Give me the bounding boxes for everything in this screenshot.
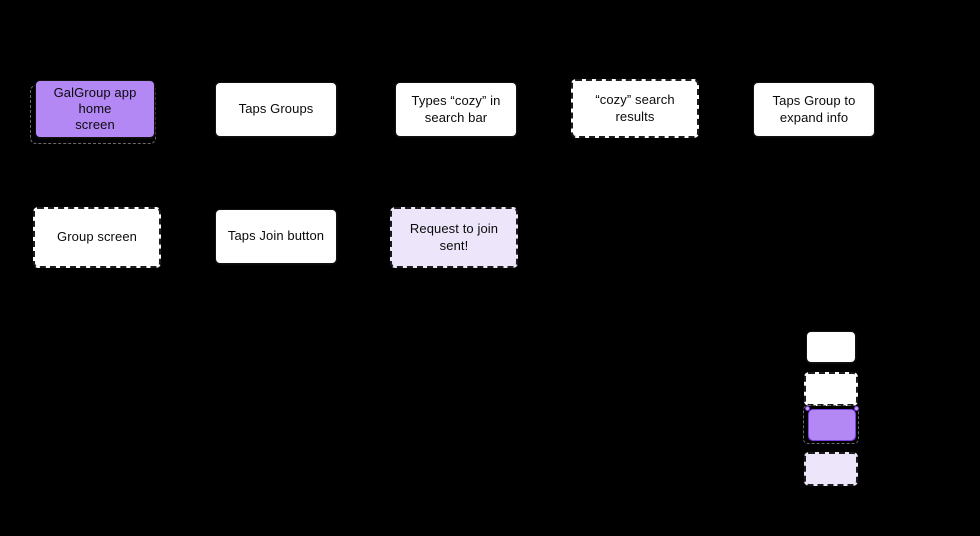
flow-node-request-to-join-sent[interactable]: Request to join sent! xyxy=(390,207,518,268)
flow-node-cozy-search-results[interactable]: “cozy” search results xyxy=(571,79,699,138)
legend-swatch-white-solid[interactable] xyxy=(806,331,856,363)
resize-handle-top-left[interactable] xyxy=(805,406,810,411)
flow-node-label: “cozy” search results xyxy=(595,92,675,124)
flow-node-types-cozy-in-search-bar[interactable]: Types “cozy” in search bar xyxy=(395,82,517,137)
flow-node-group-screen[interactable]: Group screen xyxy=(33,207,161,268)
flow-node-label: GalGroup app home screen xyxy=(53,84,137,133)
flow-node-label: Taps Groups xyxy=(238,101,314,117)
flow-node-taps-groups[interactable]: Taps Groups xyxy=(215,82,337,137)
resize-handle-top-right[interactable] xyxy=(854,406,859,411)
flow-node-label: Taps Group to expand info xyxy=(772,93,856,125)
flow-node-label: Types “cozy” in search bar xyxy=(411,93,501,125)
legend-selection-ghost-outline xyxy=(803,405,859,444)
legend-swatch-lavender-dashed[interactable] xyxy=(804,452,858,486)
flow-node-taps-group-to-expand-info[interactable]: Taps Group to expand info xyxy=(753,82,875,137)
flow-node-galgroup-app-home-screen[interactable]: GalGroup app home screen xyxy=(35,80,155,138)
legend-swatch-white-dashed[interactable] xyxy=(804,372,858,406)
flow-node-taps-join-button[interactable]: Taps Join button xyxy=(215,209,337,264)
flow-node-label: Request to join sent! xyxy=(409,221,499,253)
legend-swatch-purple-selected[interactable] xyxy=(808,409,856,441)
flow-node-label: Group screen xyxy=(57,229,137,245)
flow-node-label: Taps Join button xyxy=(227,228,325,244)
